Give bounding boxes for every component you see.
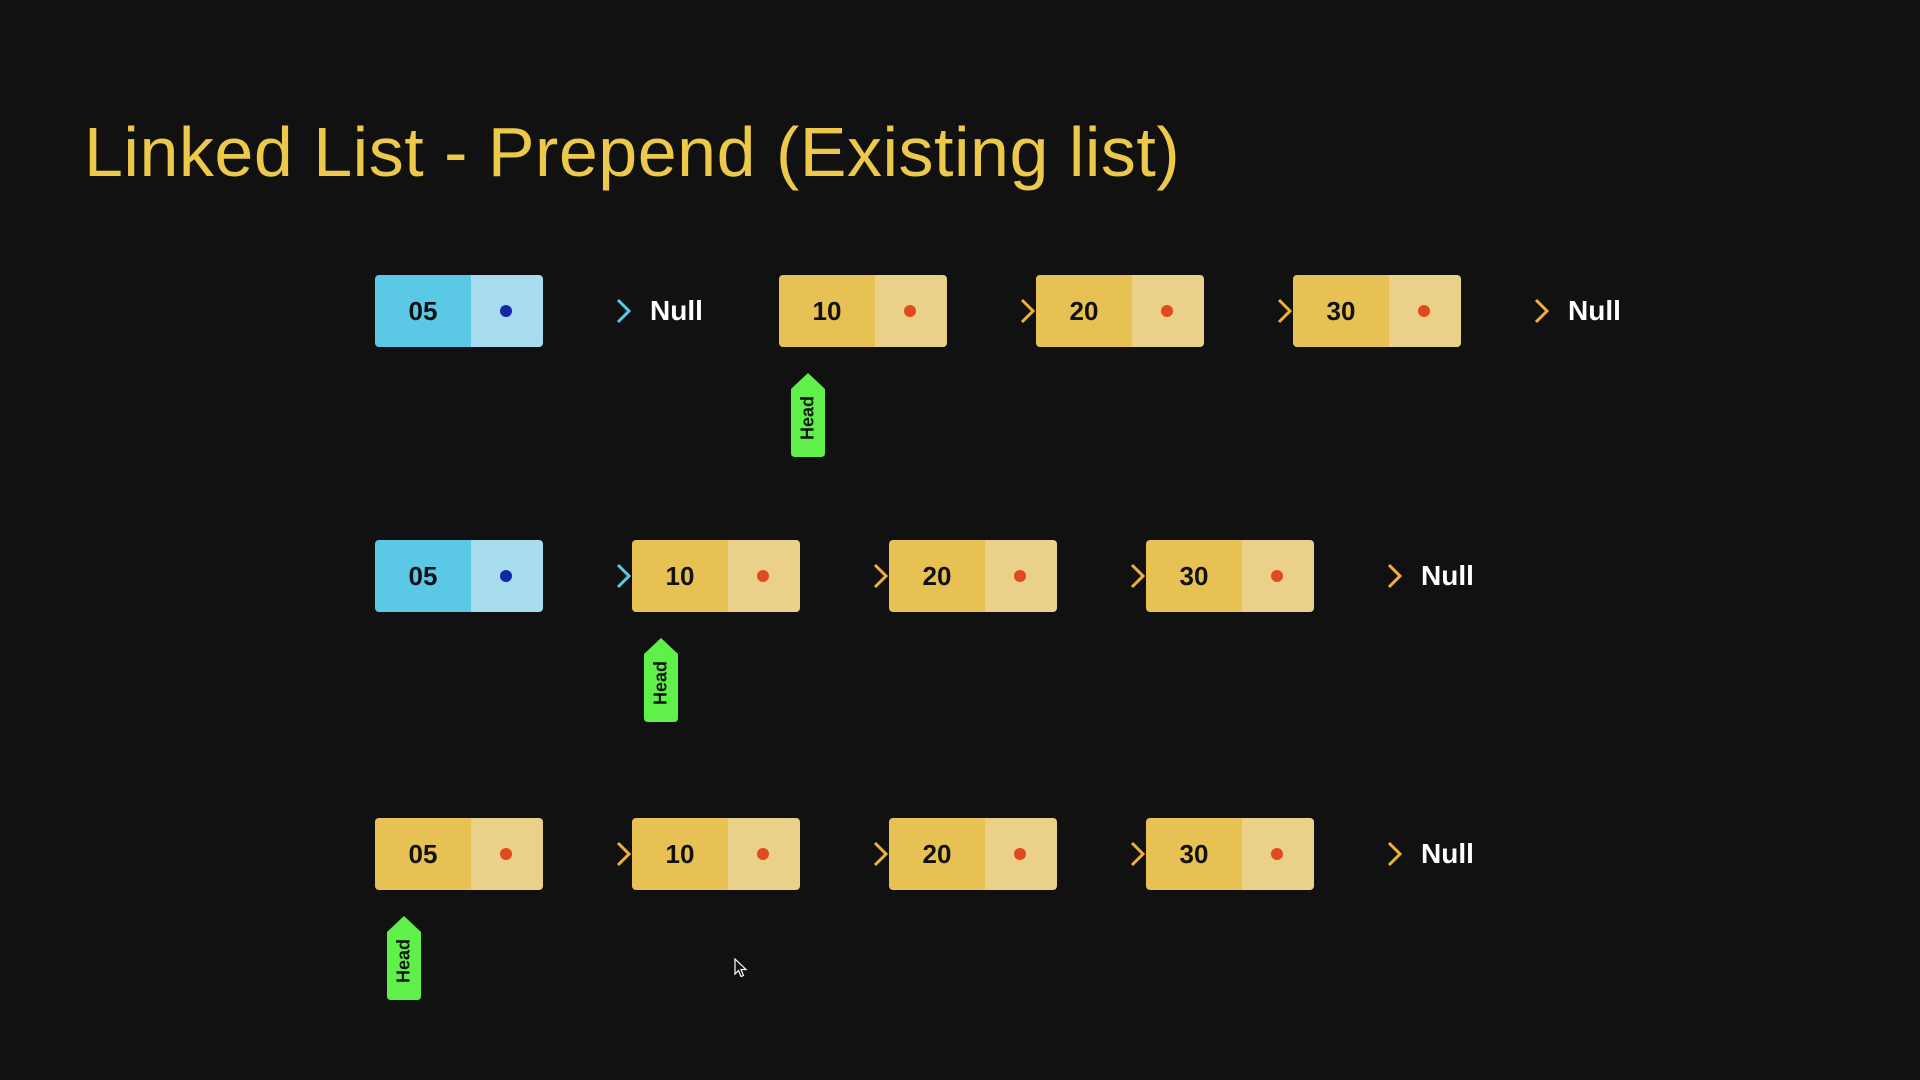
node-pointer — [1132, 275, 1204, 347]
head-tag: Head — [791, 373, 825, 457]
node-pointer — [875, 275, 947, 347]
list-node: 10 — [779, 275, 947, 347]
list-node: 30 — [1293, 275, 1461, 347]
node-value: 10 — [632, 540, 728, 612]
list-node: 05 — [375, 818, 543, 890]
node-value: 10 — [779, 275, 875, 347]
null-label: Null — [650, 295, 703, 326]
null-label: Null — [1421, 838, 1474, 869]
node-pointer — [1389, 275, 1461, 347]
head-label: Head — [797, 396, 818, 441]
head-tag: Head — [644, 638, 678, 722]
node-pointer — [728, 818, 800, 890]
node-pointer — [985, 818, 1057, 890]
list-node: 10 — [632, 818, 800, 890]
null-label: Null — [1568, 295, 1621, 326]
node-value: 30 — [1146, 818, 1242, 890]
node-value: 30 — [1146, 540, 1242, 612]
node-value: 05 — [375, 818, 471, 890]
node-pointer — [471, 818, 543, 890]
head-label: Head — [650, 661, 671, 706]
list-node: 30 — [1146, 540, 1314, 612]
head-label: Head — [393, 939, 414, 984]
page-title: Linked List - Prepend (Existing list) — [84, 113, 1181, 191]
node-value: 20 — [889, 540, 985, 612]
node-pointer — [1242, 818, 1314, 890]
node-value: 05 — [375, 275, 471, 347]
head-tag: Head — [387, 916, 421, 1000]
node-value: 05 — [375, 540, 471, 612]
list-node: 10 — [632, 540, 800, 612]
node-pointer — [985, 540, 1057, 612]
mouse-cursor-icon — [734, 957, 748, 983]
null-label: Null — [1421, 560, 1474, 591]
new-node-05: 05 — [375, 540, 543, 612]
node-pointer — [1242, 540, 1314, 612]
list-node: 20 — [889, 818, 1057, 890]
node-value: 10 — [632, 818, 728, 890]
node-pointer — [471, 275, 543, 347]
list-node: 30 — [1146, 818, 1314, 890]
node-value: 20 — [1036, 275, 1132, 347]
list-node: 20 — [889, 540, 1057, 612]
node-value: 20 — [889, 818, 985, 890]
node-value: 30 — [1293, 275, 1389, 347]
list-node: 20 — [1036, 275, 1204, 347]
node-pointer — [728, 540, 800, 612]
node-pointer — [471, 540, 543, 612]
new-node-05: 05 — [375, 275, 543, 347]
